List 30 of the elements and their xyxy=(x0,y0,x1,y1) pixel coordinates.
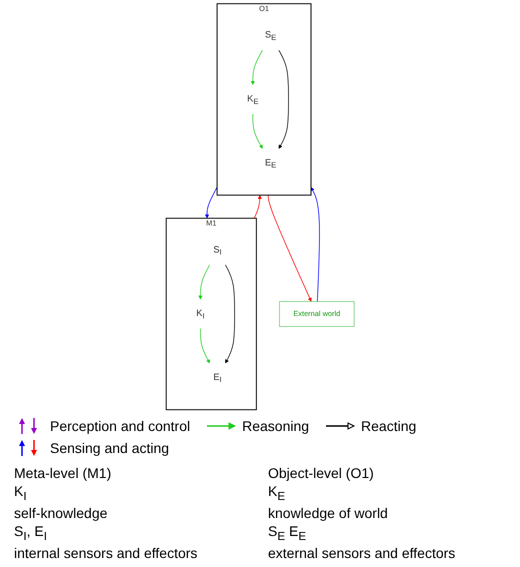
node-text: S$_{I}$ xyxy=(213,244,222,256)
arrow xyxy=(224,264,235,364)
arrow xyxy=(278,50,289,149)
note-text: Object-level (O1) xyxy=(268,465,375,482)
note-text: knowledge of world xyxy=(268,505,389,522)
legend-label: Sensing and acting xyxy=(50,440,170,456)
note-text: Meta-level (M1) xyxy=(14,465,112,482)
node-text: K$_{I}$ xyxy=(196,308,204,320)
arrow xyxy=(310,187,320,302)
legend-label: Reacting xyxy=(361,418,416,434)
node-text: E$_{I}$ xyxy=(213,372,222,384)
arrow xyxy=(198,264,210,300)
arrow xyxy=(200,328,210,364)
note-text: S$_{I}$, E$_{I}$ xyxy=(14,523,48,543)
arrow xyxy=(254,194,262,219)
note-text: internal sensors and effectors xyxy=(14,545,198,561)
legend-label: Perception and control xyxy=(50,418,190,434)
note-text: K$_{E}$ xyxy=(268,483,286,504)
arrow xyxy=(268,194,312,302)
arrow xyxy=(204,186,218,218)
note-text: self-knowledge xyxy=(14,505,108,522)
arrow xyxy=(250,50,263,86)
node-text: S$_{E}$ xyxy=(264,30,276,42)
node-text: K$_{E}$ xyxy=(246,94,258,106)
node-text: E$_{E}$ xyxy=(264,157,276,170)
note-text: external sensors and effectors xyxy=(268,545,456,561)
note-text: K$_{I}$ xyxy=(14,483,28,504)
note-text: S$_{E}$ E$_{E}$ xyxy=(268,523,308,543)
arrow xyxy=(252,114,263,149)
legend-label: Reasoning xyxy=(242,418,310,434)
